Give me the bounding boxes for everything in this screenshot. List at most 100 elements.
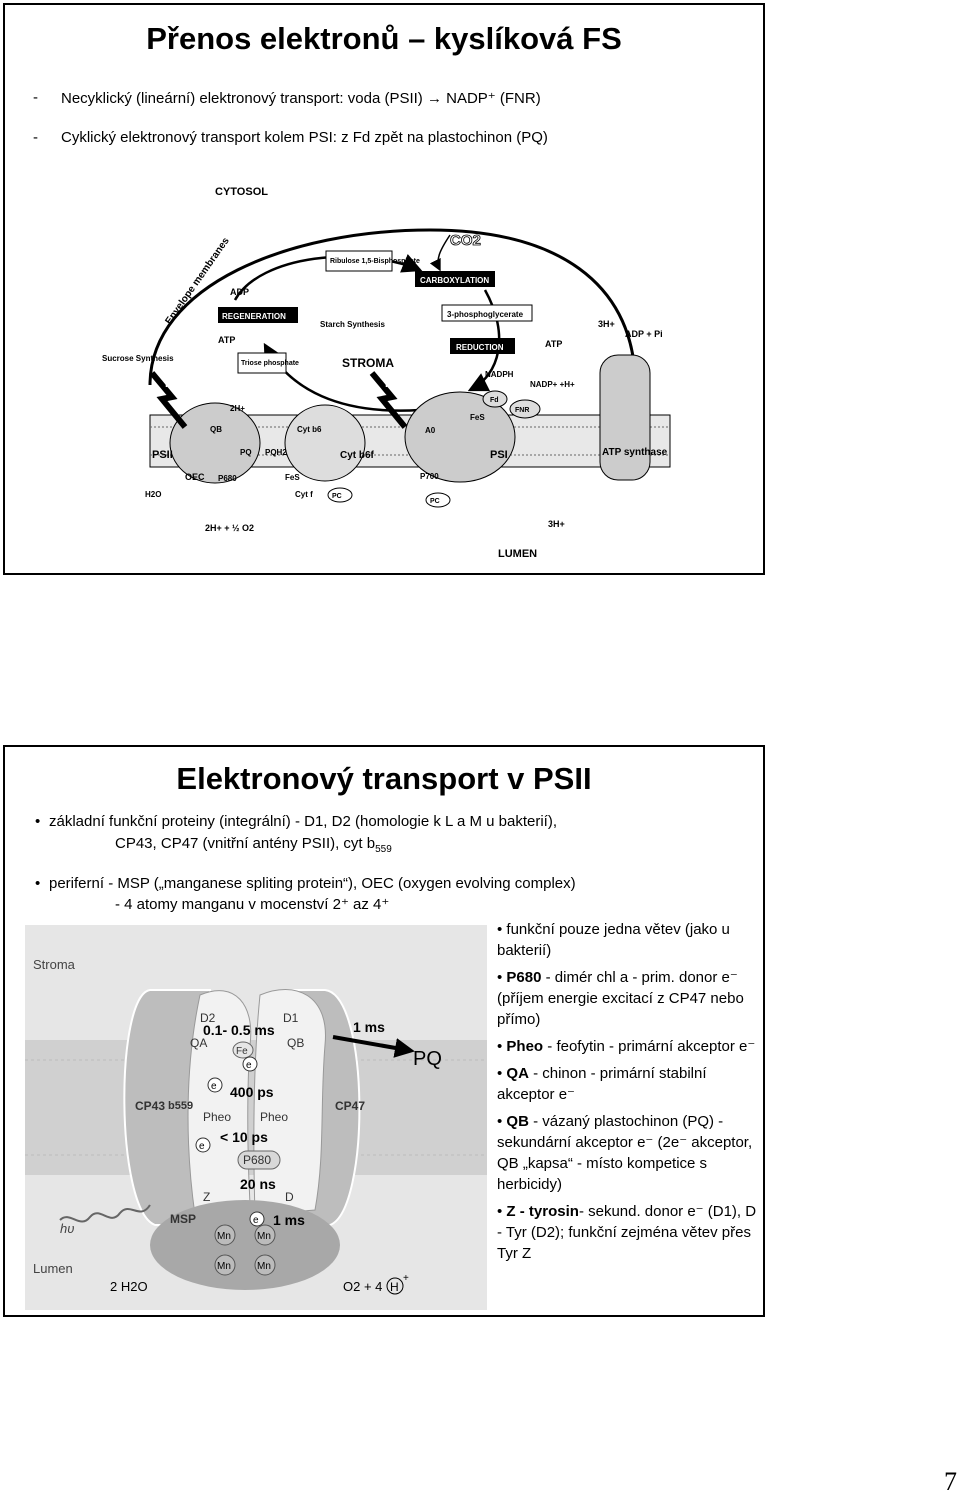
page-number: 7 — [944, 1467, 957, 1497]
time-to-pq: 1 ms — [353, 1019, 385, 1035]
p680-label: P680 — [243, 1153, 271, 1167]
side-bullet-1: • funkční pouze jedna větev (jako u bakt… — [497, 919, 759, 961]
fe-label: Fe — [236, 1046, 248, 1057]
hv-label: hν — [165, 378, 178, 390]
cp47-label: CP47 — [335, 1099, 365, 1113]
co2-arrow — [438, 235, 450, 270]
mn-label: Mn — [217, 1261, 231, 1272]
fes-label: FeS — [285, 473, 300, 482]
time-z-p680: 20 ns — [240, 1176, 276, 1192]
z-label: Z — [203, 1190, 210, 1204]
cytb6f-label: Cyt b6f — [340, 450, 375, 461]
cytf-label: Cyt f — [295, 490, 313, 499]
d1-label: D1 — [283, 1011, 299, 1025]
hv-label: hν — [385, 378, 398, 390]
pheo-label-left: Pheo — [203, 1110, 231, 1124]
atp-synthase-label: ATP synthase — [602, 447, 668, 458]
side-bullet-6: • Z - tyrosin- sekund. donor e⁻ (D1), D … — [497, 1201, 759, 1264]
cytosol-label: CYTOSOL — [215, 186, 268, 198]
psii-complex — [170, 403, 260, 483]
pc-label: PC — [332, 493, 342, 500]
atp-synthase-complex — [600, 355, 650, 480]
slide-light-reactions: Přenos elektronů – kyslíková FS - Necykl… — [3, 3, 765, 575]
psii-electron-transfer-diagram: Stroma Lumen D2 D1 0.1- 0.5 ms QA QB Fe … — [25, 925, 487, 1310]
a0-label: A0 — [425, 426, 436, 435]
atp-label: ATP — [218, 335, 235, 345]
cytb6f-complex — [285, 405, 365, 481]
lumen-label: LUMEN — [498, 548, 537, 560]
pq-label: PQ — [413, 1048, 442, 1070]
slide2-bullet-2-line2: - 4 atomy manganu v mocenství 2⁺ az 4⁺ — [115, 895, 389, 913]
adp-pi-label: ADP + Pi — [625, 329, 663, 339]
slide1-bullet-2: Cyklický elektronový transport kolem PSI… — [61, 129, 548, 146]
slide1-title: Přenos elektronů – kyslíková FS — [5, 21, 763, 57]
reduction-label: REDUCTION — [456, 343, 504, 352]
slide2-bullet-2: periferní - MSP („manganese spliting pro… — [49, 875, 576, 892]
proton-charge: + — [403, 1273, 409, 1284]
fd-label: Fd — [490, 397, 499, 404]
pga-label: 3-phosphoglycerate — [447, 310, 524, 319]
msp-label: MSP — [170, 1212, 196, 1226]
slide2-bullet-1-line2: CP43, CP47 (vnitřní antény PSII), cyt b5… — [115, 835, 392, 855]
pqh2-label: PQH2 — [265, 448, 287, 457]
o2-label: 2H+ + ½ O2 — [205, 523, 254, 533]
qb-label: QB — [210, 425, 222, 434]
cytb6-label: Cyt b6 — [297, 425, 322, 434]
p700-label: P700 — [420, 472, 439, 481]
qb-label: QB — [287, 1036, 304, 1050]
b559-label: b559 — [168, 1100, 193, 1112]
side-bullet-3: • Pheo - feofytin - primární akceptor e⁻ — [497, 1036, 759, 1057]
co2-label: CO2 — [450, 232, 481, 249]
psii-label: PSII — [152, 449, 173, 461]
hv-label: hυ — [60, 1221, 74, 1236]
h2o-label: H2O — [145, 490, 161, 499]
nadph-label: NADPH — [485, 370, 514, 379]
three-h-label: 3H+ — [598, 319, 615, 329]
atp-label: ATP — [545, 339, 562, 349]
oxygen-label: O2 + 4 — [343, 1279, 382, 1294]
slide-psii-transport: Elektronový transport v PSII • základní … — [3, 745, 765, 1317]
time-mn-z: 1 ms — [273, 1212, 305, 1228]
time-pheo-qa: 400 ps — [230, 1084, 274, 1100]
psi-label: PSI — [490, 449, 508, 461]
mn-label: Mn — [257, 1231, 271, 1242]
cp43-label: CP43 — [135, 1099, 165, 1113]
slide2-bullet-1-sub: 559 — [375, 844, 392, 855]
triose-label: Triose phosphate — [241, 360, 299, 367]
nadp-label: NADP+ +H+ — [530, 380, 575, 389]
slide1-dash: - — [33, 89, 38, 106]
two-h-label: 2H+ — [230, 404, 245, 413]
water-label: 2 H2O — [110, 1279, 148, 1294]
electron-label: e — [246, 1060, 252, 1071]
d-label: D — [285, 1190, 294, 1204]
starch-label: Starch Synthesis — [320, 320, 385, 329]
ribulose-label: Ribulose 1,5-Bisphosphate — [330, 258, 420, 265]
side-bullet-5: • QB - vázaný plastochinon (PQ) - sekund… — [497, 1111, 759, 1195]
electron-label: e — [211, 1081, 217, 1092]
lumen-label: Lumen — [33, 1261, 73, 1276]
carboxylation-label: CARBOXYLATION — [420, 276, 489, 285]
qa-label: QA — [190, 1036, 207, 1050]
pq-label: PQ — [240, 448, 252, 457]
sucrose-label: Sucrose Synthesis — [102, 354, 174, 363]
three-h-label: 3H+ — [548, 519, 565, 529]
mn-label: Mn — [257, 1261, 271, 1272]
mn-label: Mn — [217, 1231, 231, 1242]
bullet-dot: • — [35, 813, 40, 830]
oec-label: OEC — [185, 472, 205, 482]
side-bullet-4: • QA - chinon - primární stabilní akcept… — [497, 1063, 759, 1105]
chloroplast-electron-transport-diagram: CYTOSOL Envelope membranes CO2 Ribulose … — [90, 175, 690, 570]
pc-label: PC — [430, 498, 440, 505]
slide1-bullet-1: Necyklický (lineární) elektronový transp… — [61, 89, 541, 107]
time-p680-pheo: < 10 ps — [220, 1129, 268, 1145]
slide2-bullet-1: základní funkční proteiny (integrální) -… — [49, 813, 557, 830]
bullet-dot: • — [35, 875, 40, 892]
side-bullets: • funkční pouze jedna větev (jako u bakt… — [497, 919, 759, 1264]
stroma-label: STROMA — [342, 356, 394, 370]
pheo-label-right: Pheo — [260, 1110, 288, 1124]
electron-label: e — [199, 1141, 205, 1152]
adp-label: ADP — [230, 287, 249, 297]
electron-label: e — [253, 1215, 259, 1226]
slide1-dash: - — [33, 129, 38, 146]
slide2-title: Elektronový transport v PSII — [5, 761, 763, 797]
